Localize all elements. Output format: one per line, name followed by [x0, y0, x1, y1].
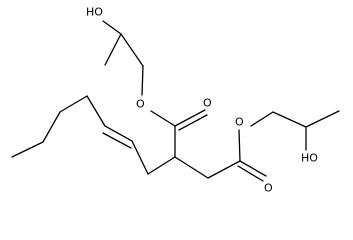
- bond-carbonyl-double-d: [237, 165, 264, 182]
- bond-ch-methyl-right: [305, 110, 340, 128]
- bond-ch-ch2-ester: [174, 156, 209, 179]
- bond-chain-5: [42, 111, 61, 143]
- chemical-structure: HO O O O O HO: [11, 6, 340, 195]
- ester-oxygen-label-right: O: [235, 116, 244, 129]
- bond-chain-4: [59, 95, 88, 113]
- bond-chain-3: [86, 95, 106, 127]
- hydroxyl-label-top: HO: [86, 6, 103, 19]
- hydroxyl-label-right: HO: [301, 152, 318, 165]
- bond-carbonyl-double-c: [239, 160, 267, 177]
- bond-ch2-carbonyl-c: [207, 160, 241, 179]
- bond-oh-ch: [102, 20, 122, 35]
- bond-ch2-ch: [272, 111, 307, 128]
- octenyl-chain-bonds: [11, 95, 149, 175]
- top-hydroxypropyl-bonds: [102, 20, 144, 96]
- bond-carbonyl-double-a: [174, 109, 206, 127]
- bond-ch-methyl: [104, 33, 122, 66]
- carbonyl-oxygen-label-bottom: O: [264, 182, 273, 195]
- bond-chain-1: [131, 140, 149, 175]
- bond-ch-ch2-alkenyl: [147, 156, 176, 175]
- bond-ch-ch2: [120, 33, 144, 67]
- carbonyl-oxygen-label-top: O: [203, 97, 212, 110]
- bond-ch2-oxygen: [141, 65, 144, 96]
- bond-oxygen-carbonyl-c: [150, 110, 176, 127]
- ester-oxygen-label-left: O: [136, 98, 145, 111]
- bond-carbonyl-oxygen-single: [238, 129, 241, 162]
- bond-alkene-b: [102, 132, 132, 149]
- backbone-bonds: [147, 129, 267, 182]
- right-hydroxypropyl-bonds: [250, 110, 340, 151]
- upper-ester-bonds: [150, 109, 208, 158]
- bond-chain-6: [11, 141, 44, 158]
- bond-carbonyl-double-b: [178, 114, 208, 131]
- bond-alkene-a: [104, 125, 133, 142]
- bond-oxygen-ch2: [250, 111, 274, 127]
